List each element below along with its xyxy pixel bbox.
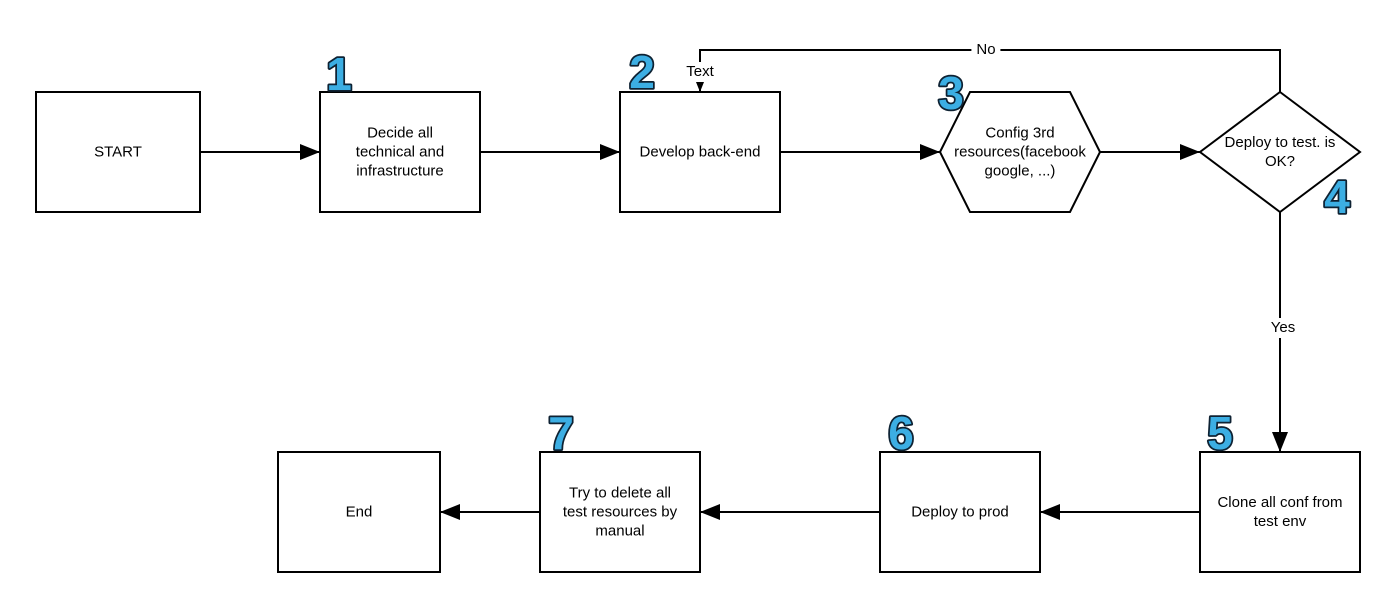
node-step4-diamond[interactable] (1198, 90, 1362, 214)
node-step2[interactable] (619, 91, 781, 213)
step-number-6: 6 (888, 407, 914, 459)
node-start[interactable] (35, 91, 201, 213)
node-step3-hexagon[interactable] (938, 91, 1102, 213)
node-step1[interactable] (319, 91, 481, 213)
step-number-4: 4 (1324, 171, 1350, 223)
step-number-7: 7 (548, 407, 574, 459)
step-number-3: 3 (938, 67, 964, 119)
node-end[interactable] (277, 451, 441, 573)
connector-step4-no-to-step2 (692, 49, 1281, 92)
node-step5[interactable] (1199, 451, 1361, 573)
node-step7[interactable] (539, 451, 701, 573)
step-number-5: 5 (1207, 407, 1233, 459)
node-step6[interactable] (879, 451, 1041, 573)
step-number-1: 1 (326, 48, 352, 100)
step-number-2: 2 (629, 46, 655, 98)
